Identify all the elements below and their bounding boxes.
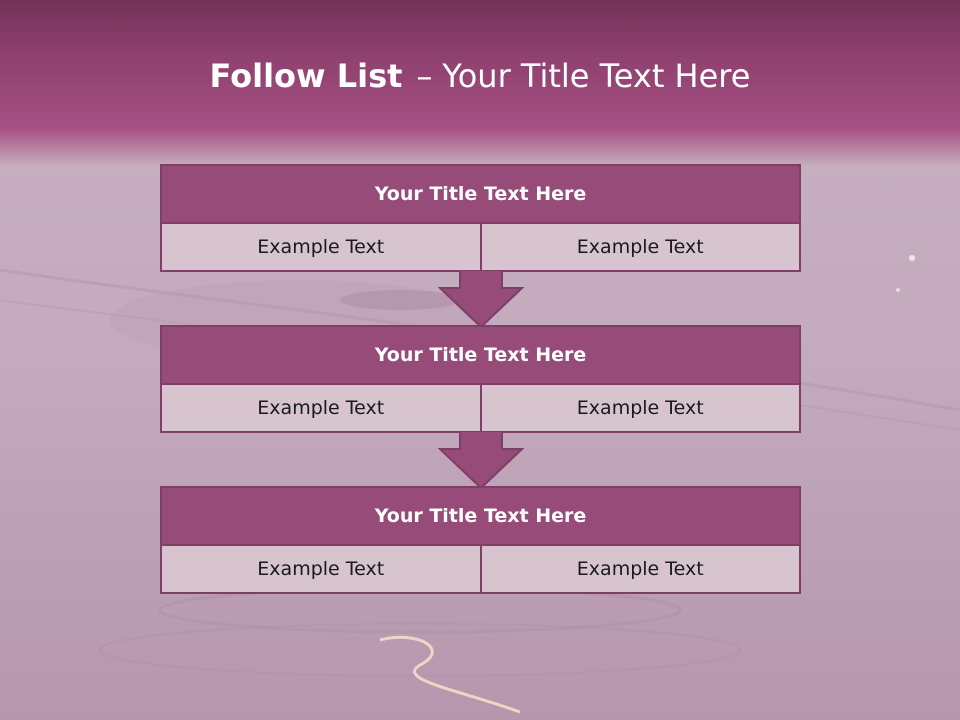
step-box-3: Your Title Text Here Example Text Exampl… (160, 486, 801, 594)
step-row-3: Example Text Example Text (162, 546, 799, 592)
step-row-1: Example Text Example Text (162, 224, 799, 270)
step-box-1: Your Title Text Here Example Text Exampl… (160, 164, 801, 272)
slide-title: Follow List–Your Title Text Here (0, 52, 960, 100)
step-title-1: Your Title Text Here (162, 166, 799, 224)
slide-title-separator: – (416, 57, 433, 95)
slide-title-bold: Follow List (209, 57, 403, 95)
step-2-left-text: Example Text (257, 397, 385, 419)
step-3-left-text: Example Text (257, 558, 385, 580)
step-1-right-text: Example Text (479, 224, 800, 270)
step-1-left-text: Example Text (257, 236, 385, 258)
step-box-2: Your Title Text Here Example Text Exampl… (160, 325, 801, 433)
step-row-2: Example Text Example Text (162, 385, 799, 431)
step-2-right-text: Example Text (479, 385, 800, 431)
step-title-3: Your Title Text Here (162, 488, 799, 546)
down-arrow-icon (438, 431, 524, 489)
step-3-right-text: Example Text (479, 546, 800, 592)
down-arrow-icon (438, 270, 524, 328)
slide-title-rest: Your Title Text Here (442, 57, 751, 95)
step-title-2: Your Title Text Here (162, 327, 799, 385)
